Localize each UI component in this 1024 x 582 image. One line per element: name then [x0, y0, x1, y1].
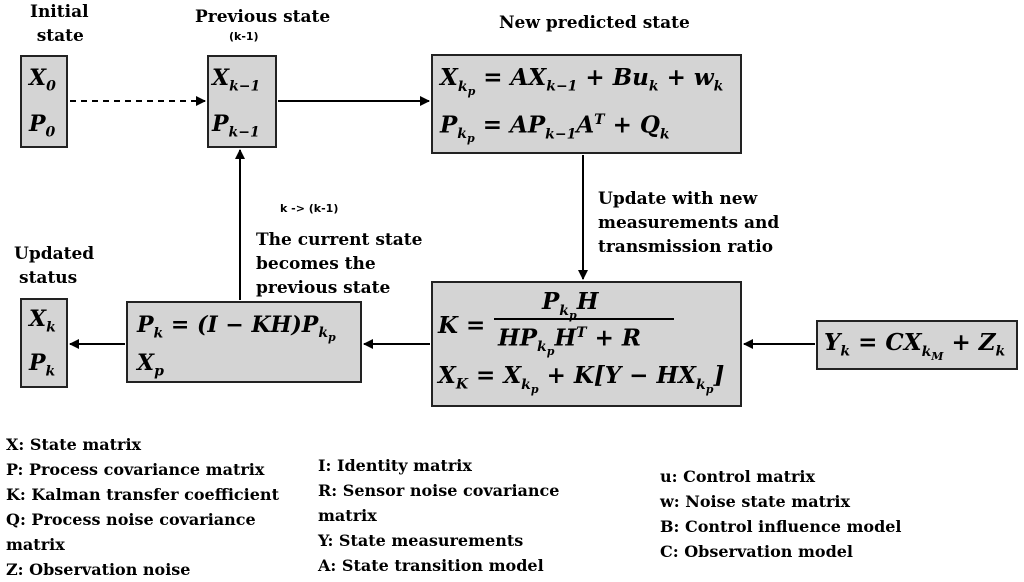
measurement-box — [816, 320, 1018, 370]
predicted-p-equation: Pkp = APk−1AT + Qk — [440, 111, 670, 146]
updated-status-label: Updated status — [14, 242, 94, 290]
legend-item: C: Observation model — [660, 542, 854, 561]
update-label: Update with new measurements and transmi… — [598, 187, 779, 259]
legend-item: A: State transition model — [318, 556, 544, 575]
updated-status-line-1: Updated — [14, 244, 95, 264]
pk-symbol: Pk — [29, 350, 56, 380]
state-update-equation: XK = Xkp + K[Y − HXkp] — [438, 362, 725, 396]
legend-item: X: State matrix — [6, 435, 142, 454]
pk-minus1-symbol: Pk−1 — [212, 111, 260, 141]
kalman-update-box — [431, 281, 742, 407]
measurement-equation: Yk = CXkM + Zk — [824, 329, 1006, 363]
current-state-line-3: previous state — [256, 278, 391, 298]
previous-state-box — [207, 55, 277, 148]
legend-item: K: Kalman transfer coefficient — [6, 485, 279, 504]
legend-item: w: Noise state matrix — [660, 492, 851, 511]
legend-item: Z: Observation noise — [6, 560, 191, 579]
initial-state-line-1: Initial — [30, 2, 89, 22]
updated-status-line-2: status — [19, 268, 78, 288]
legend-item: Q: Process noise covariance — [6, 510, 256, 529]
update-line-2: measurements and — [598, 213, 780, 233]
legend-column-3: u: Control matrix w: Noise state matrix … — [660, 464, 902, 564]
xk-symbol: Xk — [29, 306, 56, 336]
initial-state-box — [20, 55, 68, 148]
updated-status-box — [20, 298, 68, 388]
predicted-state-box — [431, 54, 742, 154]
predicted-x-equation: Xkp = AXk−1 + Buk + wk — [440, 64, 724, 98]
previous-state-index-label: (k-1) — [229, 30, 259, 43]
covariance-update-equation: Pk = (I − KH)Pkp — [137, 312, 336, 345]
legend-item: B: Control influence model — [660, 517, 902, 536]
legend-item: I: Identity matrix — [318, 456, 472, 475]
current-state-label: The current state becomes the previous s… — [256, 228, 422, 300]
initial-state-label: Initial state — [30, 0, 89, 48]
legend-item: u: Control matrix — [660, 467, 816, 486]
covariance-update-box — [126, 301, 362, 383]
update-line-1: Update with new — [598, 189, 758, 209]
previous-state-label: Previous state — [195, 7, 331, 27]
p0-symbol: P0 — [29, 111, 56, 141]
k-transition-label: k -> (k-1) — [280, 202, 339, 215]
legend-item: matrix — [318, 506, 377, 525]
legend-item: matrix — [6, 535, 65, 554]
current-state-line-1: The current state — [256, 230, 423, 250]
legend-column-1: X: State matrix P: Process covariance ma… — [6, 432, 279, 582]
legend-column-2: I: Identity matrix R: Sensor noise covar… — [318, 453, 559, 578]
xp-symbol: Xp — [137, 350, 164, 380]
legend-item: P: Process covariance matrix — [6, 460, 265, 479]
update-line-3: transmission ratio — [598, 237, 774, 257]
xk-minus1-symbol: Xk−1 — [212, 65, 261, 95]
current-state-line-2: becomes the — [256, 254, 376, 274]
x0-symbol: X0 — [29, 65, 56, 95]
legend-item: Y: State measurements — [318, 531, 524, 550]
new-predicted-state-label: New predicted state — [499, 13, 690, 33]
initial-state-line-2: state — [36, 26, 84, 46]
legend-item: R: Sensor noise covariance — [318, 481, 560, 500]
